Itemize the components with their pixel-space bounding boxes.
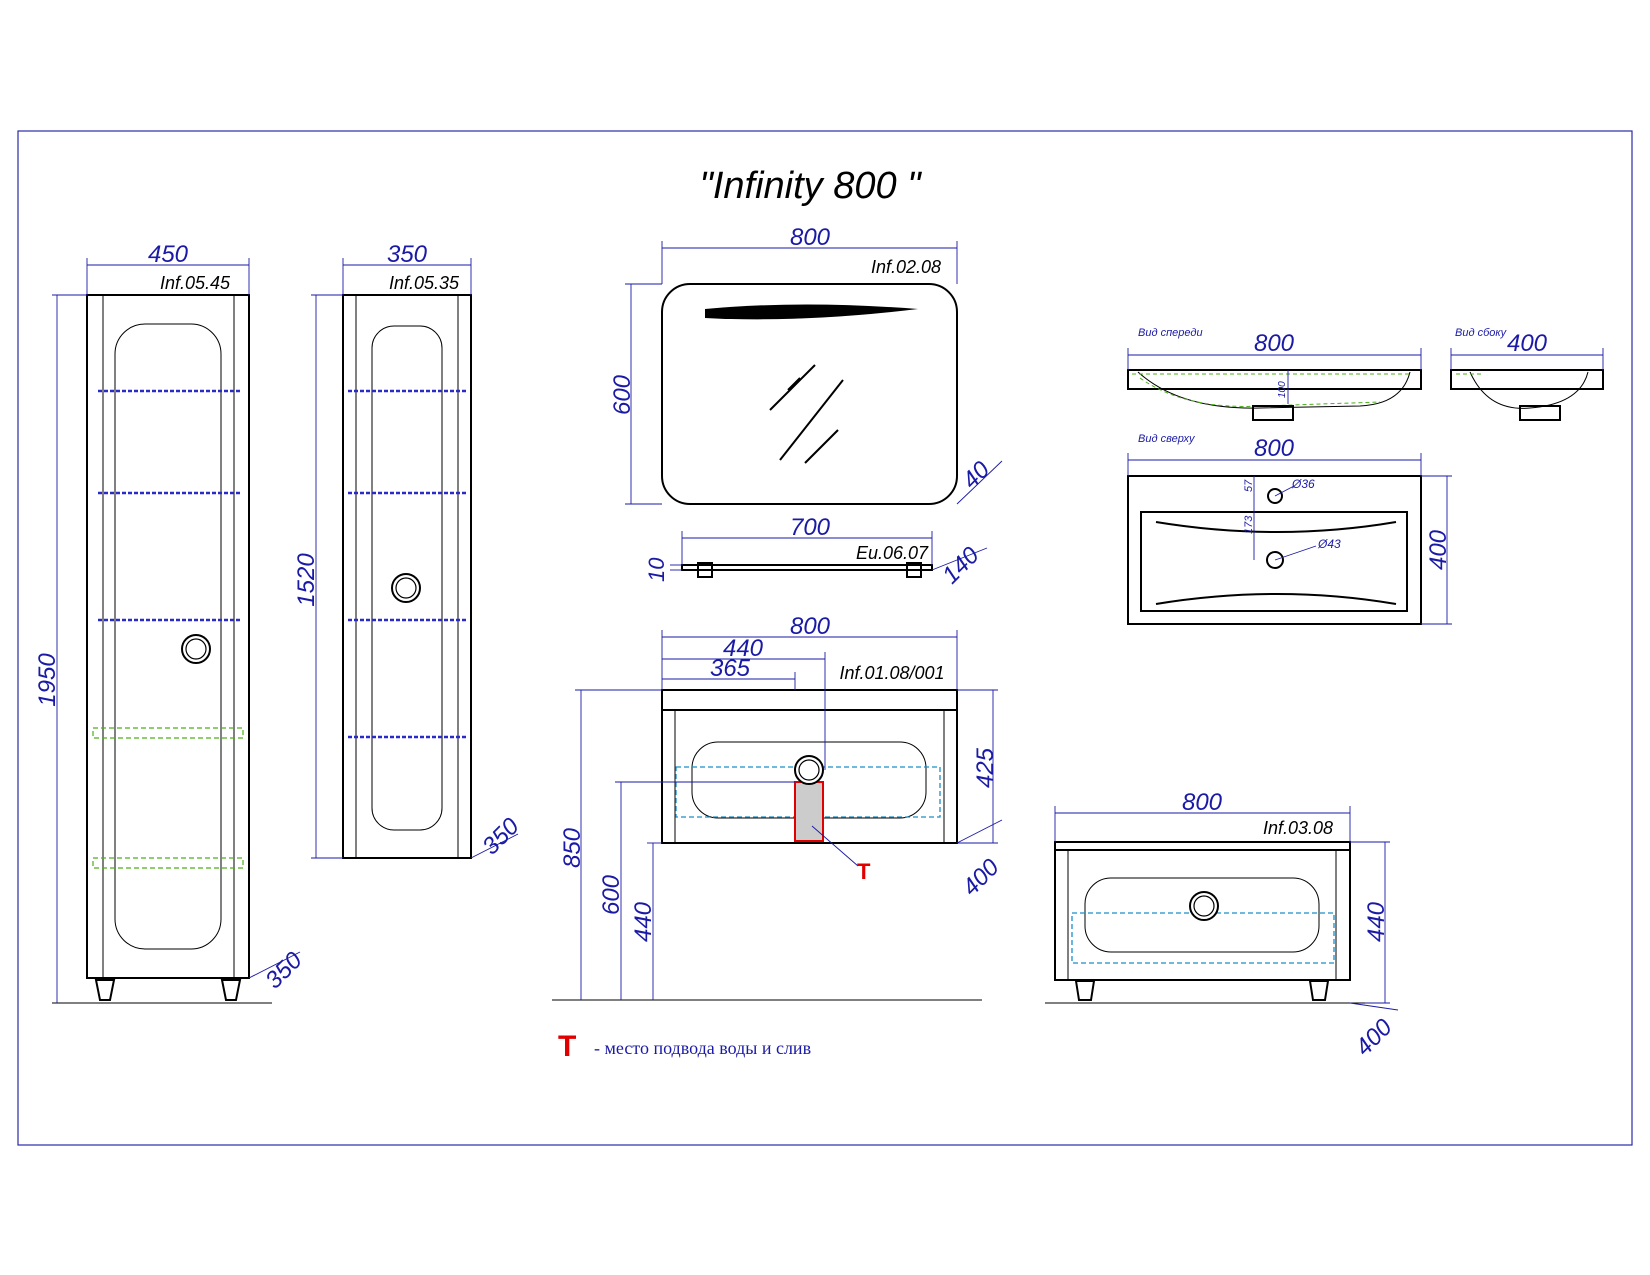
sink-top-width: 800: [1254, 435, 1295, 462]
floor-vanity-width: 800: [1182, 789, 1223, 816]
drawing-title: "Infinity 800 ": [699, 165, 922, 207]
sink-front-view: Вид спереди 800 100: [1127, 327, 1422, 421]
floor-vanity-code: Inf.03.08: [1263, 818, 1333, 838]
shelf-code: Eu.06.07: [856, 543, 929, 563]
sink-top-depth: 400: [1425, 529, 1452, 570]
sink-top-tap-offset: 57: [1243, 479, 1255, 492]
mirror: 800 Inf.02.08 600 40: [609, 224, 1003, 505]
tap-hole-icon: [1267, 488, 1283, 504]
shelf-thickness: 10: [644, 557, 669, 582]
narrow-cabinet-code: Inf.05.35: [389, 273, 460, 293]
tall-cabinet-code: Inf.05.45: [160, 273, 231, 293]
sink-top-drain-hole: Ø43: [1317, 537, 1341, 551]
legend-marker: T: [558, 1030, 576, 1063]
mirror-depth: 40: [957, 456, 995, 494]
shelf-depth: 140: [937, 541, 985, 589]
sink-top-drain-offset: 173: [1243, 515, 1255, 534]
tall-cabinet-height: 1950: [34, 653, 61, 707]
vanity-height: 425: [972, 747, 999, 788]
vanity-inlet-height: 600: [598, 874, 625, 915]
narrow-cabinet-height: 1520: [293, 553, 320, 607]
water-connection-marker: T: [857, 859, 871, 884]
floor-vanity-depth: 400: [1350, 1013, 1398, 1061]
floor-vanity-height: 440: [1363, 901, 1390, 942]
vanity-depth: 400: [957, 853, 1005, 901]
shelf-width: 700: [790, 514, 831, 541]
narrow-cabinet-width: 350: [387, 241, 428, 268]
sink-side-width: 400: [1507, 330, 1548, 357]
sink-front-width: 800: [1254, 330, 1295, 357]
drain-hole-icon: [1266, 551, 1284, 569]
hanging-vanity: T 800 440 365 Inf.01.08/001 425 400 850 …: [552, 613, 1005, 1001]
vanity-drain-height: 440: [630, 901, 657, 942]
sink-top-tap-hole: Ø36: [1291, 477, 1315, 491]
tall-cabinet-width: 450: [148, 241, 189, 268]
vanity-drain-offset: 440: [723, 635, 764, 662]
narrow-cabinet-depth: 350: [477, 812, 525, 860]
sink-side-view: Вид сбоку 400: [1450, 327, 1604, 421]
floor-vanity: 800 Inf.03.08 440 400: [1045, 789, 1399, 1061]
tall-cabinet: 450 Inf.05.45 1950 350: [34, 241, 308, 1004]
legend: T - место подвода воды и слив: [558, 1030, 811, 1063]
mirror-code: Inf.02.08: [871, 257, 941, 277]
glass-shelf: 700 Eu.06.07 10 140: [644, 514, 988, 589]
sink-front-label: Вид спереди: [1138, 327, 1203, 339]
sink-front-depth-label: 100: [1277, 381, 1288, 398]
vanity-width: 800: [790, 613, 831, 640]
vanity-mount-height: 850: [559, 827, 586, 868]
mirror-height: 600: [609, 374, 636, 415]
sink-top-view: Вид сверху Ø36 Ø43 57 173 800 400: [1127, 433, 1452, 625]
tall-cabinet-depth: 350: [260, 946, 308, 994]
vanity-inlet-offset: 365: [710, 655, 751, 682]
sink-side-label: Вид сбоку: [1455, 327, 1508, 339]
vanity-code: Inf.01.08/001: [839, 663, 944, 683]
narrow-cabinet: 350 Inf.05.35 1520 350: [293, 241, 525, 860]
sink-top-label: Вид сверху: [1138, 433, 1196, 445]
legend-text: - место подвода воды и слив: [594, 1038, 811, 1058]
sheet-frame: [17, 130, 1633, 1146]
mirror-width: 800: [790, 224, 831, 251]
